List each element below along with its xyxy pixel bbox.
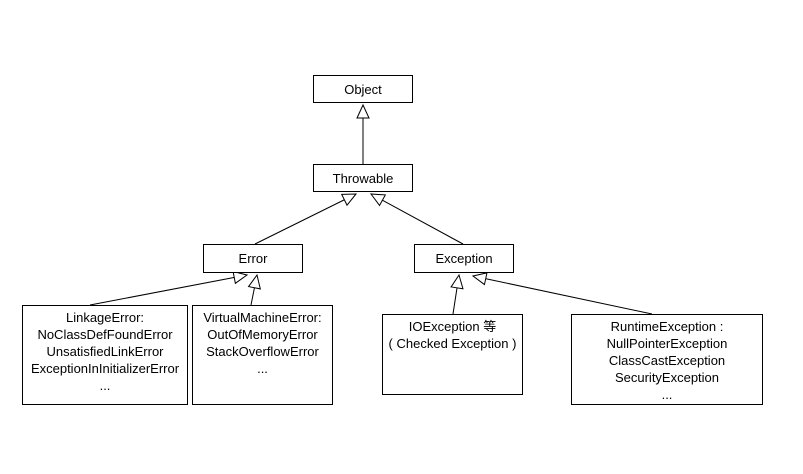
node-exception: Exception (414, 244, 514, 273)
node-runtime-exception-line: RuntimeException : (610, 319, 724, 334)
node-exception-label: Exception (435, 251, 493, 266)
node-virtual-machine-error-line: VirtualMachineError: (203, 310, 322, 325)
node-runtime-exception-line: NullPointerException (606, 336, 728, 351)
node-linkage-error-line: UnsatisfiedLinkError (46, 344, 164, 359)
node-virtual-machine-error-line: StackOverflowError (206, 344, 319, 359)
node-linkage-error-line: ExceptionInInitializerError (30, 361, 180, 376)
edge-error-to-throwable (254, 193, 358, 245)
node-error-label: Error (238, 251, 268, 266)
node-virtual-machine-error-line: ... (257, 361, 268, 376)
node-runtime-exception: RuntimeException : NullPointerException … (571, 314, 763, 405)
node-throwable: Throwable (313, 164, 413, 192)
edge-linkage-error-to-error (89, 270, 249, 306)
node-linkage-error-line: NoClassDefFoundError (37, 327, 173, 342)
node-io-exception: IOException 等 ( Checked Exception ) (382, 314, 523, 395)
edge-virtual-machine-error-to-error (247, 273, 262, 306)
node-linkage-error-line: LinkageError: (65, 310, 145, 325)
node-io-exception-line: IOException 等 (408, 319, 497, 334)
node-virtual-machine-error: VirtualMachineError: OutOfMemoryError St… (192, 305, 333, 405)
edge-runtime-exception-to-exception (471, 272, 653, 315)
node-linkage-error-line: ... (99, 378, 111, 393)
node-virtual-machine-error-line: OutOfMemoryError (207, 327, 318, 342)
node-runtime-exception-line: ... (661, 387, 673, 402)
node-throwable-label: Throwable (332, 170, 394, 186)
edge-io-exception-to-exception (450, 273, 464, 315)
node-error: Error (203, 244, 303, 273)
node-linkage-error: LinkageError: NoClassDefFoundError Unsat… (22, 305, 188, 405)
node-runtime-exception-line: SecurityException (614, 370, 720, 385)
node-io-exception-line: ( Checked Exception ) (388, 336, 517, 351)
edge-exception-to-throwable (369, 193, 464, 245)
node-object: Object (313, 75, 413, 103)
node-runtime-exception-line: ClassCastException (608, 353, 726, 368)
node-object-label: Object (344, 81, 382, 97)
